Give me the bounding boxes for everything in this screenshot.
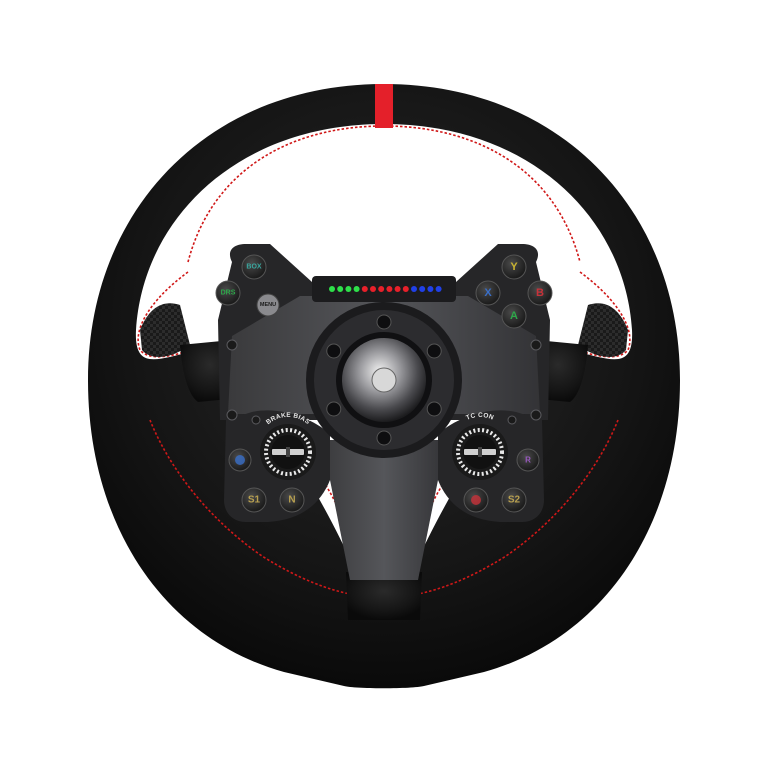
y-button[interactable]: Y — [501, 254, 527, 280]
n-button-label: N — [288, 495, 295, 506]
s1-button-label: S1 — [248, 495, 261, 506]
left-blue-button[interactable] — [228, 448, 252, 472]
n-button[interactable]: N — [279, 487, 305, 513]
tc-con-dial[interactable] — [452, 424, 508, 480]
rev-led-green — [345, 286, 352, 292]
y-button-label: Y — [510, 261, 518, 273]
s1-button[interactable]: S1 — [241, 487, 267, 513]
r-button-label: R — [525, 456, 531, 465]
s2-button[interactable]: S2 — [501, 487, 527, 513]
bottom-spoke — [322, 440, 446, 620]
drs-button[interactable]: DRS — [215, 280, 241, 306]
hub-bolt — [426, 343, 442, 359]
drs-button-label: DRS — [221, 290, 236, 297]
box-button-label: BOX — [246, 264, 262, 271]
rev-led-green — [353, 286, 360, 292]
box-button[interactable]: BOX — [241, 254, 267, 280]
brake-bias-dial[interactable] — [260, 424, 316, 480]
quick-release-hub — [306, 302, 462, 458]
screws — [226, 339, 542, 425]
lower-stitching — [149, 419, 619, 595]
rev-led-red — [402, 286, 409, 292]
b-button-label: B — [536, 287, 544, 299]
tc-con-label: TC CON — [465, 412, 495, 422]
rev-led-blue — [435, 286, 442, 292]
hub-bolt — [426, 401, 442, 417]
x-button[interactable]: X — [475, 280, 501, 306]
rev-led-blue — [427, 286, 434, 292]
rev-led-red — [370, 286, 376, 292]
r-button[interactable]: R — [516, 448, 540, 472]
top-center-marker — [375, 84, 393, 128]
x-button-label: X — [484, 287, 492, 299]
menu-button-label: MENU — [260, 302, 276, 308]
right-red-button[interactable] — [463, 487, 489, 513]
rev-led-red — [378, 286, 385, 292]
rev-led-green — [329, 286, 335, 292]
a-button-label: A — [510, 310, 518, 322]
rev-led-blue — [419, 286, 426, 292]
rev-led-red — [394, 286, 401, 292]
rev-led-green — [337, 286, 344, 292]
rev-led-red — [386, 286, 393, 292]
rev-led-red — [361, 286, 368, 292]
rev-led-strip — [329, 286, 442, 292]
hub-bolt — [326, 401, 342, 417]
hub-bolt — [326, 343, 342, 359]
left-carbon-grip — [140, 303, 190, 357]
a-button[interactable]: A — [501, 303, 527, 329]
rev-led-blue — [411, 286, 417, 292]
b-button[interactable]: B — [527, 280, 553, 306]
right-carbon-grip — [578, 303, 628, 357]
s2-button-label: S2 — [508, 495, 521, 506]
menu-button[interactable]: MENU — [256, 293, 280, 317]
rim[interactable] — [88, 84, 680, 689]
hub-bolt — [376, 314, 392, 330]
inner-stitching — [137, 271, 631, 613]
hub-bolt — [376, 430, 392, 446]
